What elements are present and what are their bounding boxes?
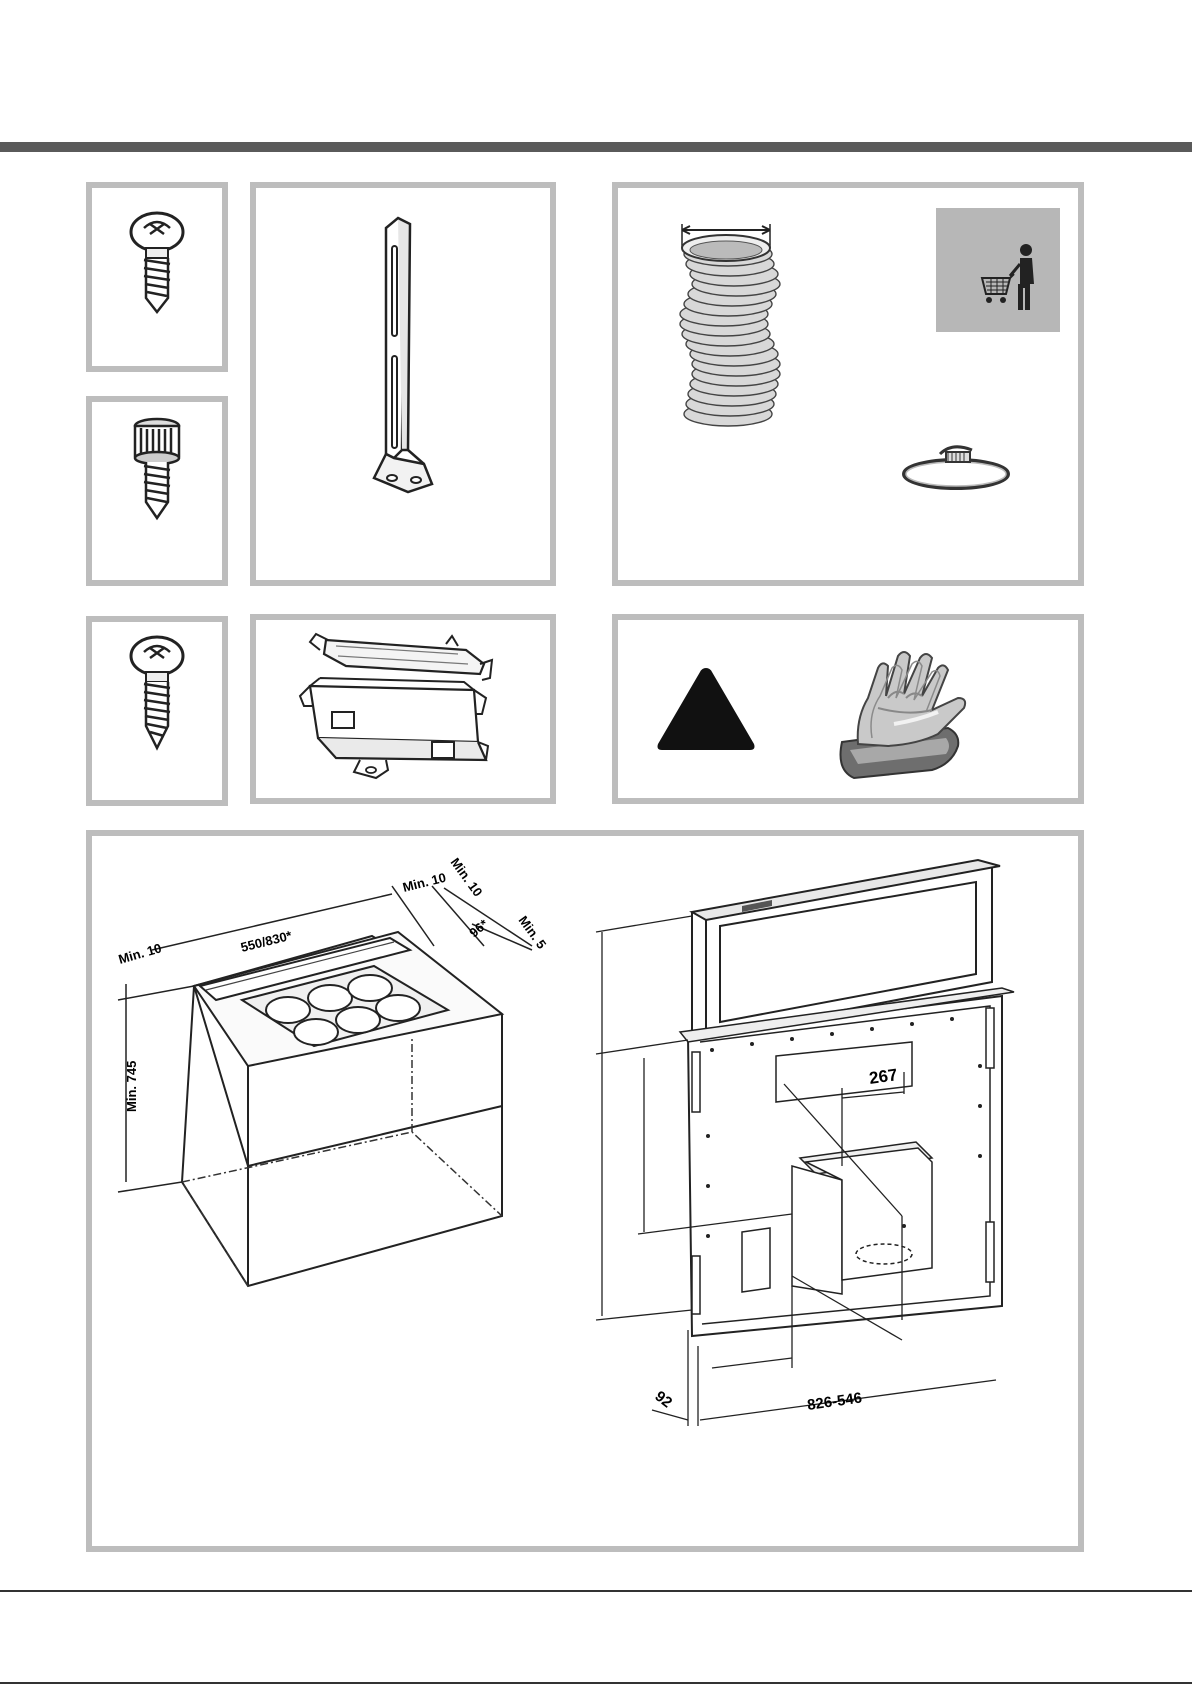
pan-head-screw-icon xyxy=(92,188,222,366)
panel-safety xyxy=(612,614,1084,804)
panel-screw-3 xyxy=(86,616,228,806)
dim-min10-right: Min. 10 xyxy=(448,855,486,899)
dim-96: 96* xyxy=(466,916,491,941)
panel-junction-box xyxy=(250,614,556,804)
junction-box-icon xyxy=(256,620,550,798)
protective-gloves-icon xyxy=(828,638,1008,788)
panel-screw-1 xyxy=(86,182,228,372)
cabinet-diagram: Min. 10 550/830* Min. 10 Min. 10 96* Min… xyxy=(92,836,612,1316)
shopping-cart-person-icon xyxy=(936,208,1060,332)
dim-267: 267 xyxy=(868,1065,899,1088)
panel-duct xyxy=(612,182,1084,586)
footer-line xyxy=(0,1590,1192,1592)
footer-line-bottom xyxy=(0,1682,1192,1684)
buy-separately-box xyxy=(936,208,1060,332)
dim-826-546: 826-546 xyxy=(806,1389,863,1413)
dim-width: 550/830* xyxy=(239,928,294,955)
dim-min10-top: Min. 10 xyxy=(401,870,447,895)
hose-clamp-icon xyxy=(894,436,1024,506)
hood-diagram: 267 92 826-546 xyxy=(592,836,1082,1546)
panel-bracket xyxy=(250,182,556,586)
mounting-bracket-icon xyxy=(256,188,550,580)
dim-min745: Min. 745 xyxy=(124,1061,139,1112)
dim-92: 92 xyxy=(652,1388,676,1412)
warning-triangle-icon xyxy=(654,664,758,754)
panel-installation: Min. 10 550/830* Min. 10 Min. 10 96* Min… xyxy=(86,830,1084,1552)
knurled-head-screw-icon xyxy=(92,402,222,580)
panel-screw-2 xyxy=(86,396,228,586)
header-bar xyxy=(0,142,1192,152)
dim-min10-left: Min. 10 xyxy=(117,940,164,967)
flexible-duct-hose-icon xyxy=(658,208,788,438)
self-tapping-screw-icon xyxy=(92,622,222,800)
